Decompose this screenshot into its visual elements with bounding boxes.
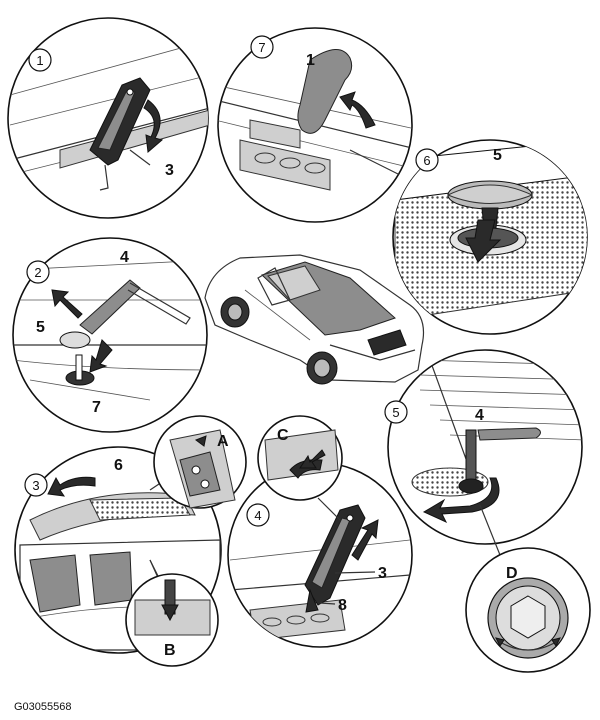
up-arrow [351,519,379,561]
step-number: 1 [36,53,43,68]
detail-circle-c: C [257,415,343,521]
callout-label: 7 [92,399,101,416]
detail-circle-b: B [125,573,219,667]
callout-label: D [506,565,518,582]
callout-label: 5 [493,147,502,164]
up-arrow [51,289,83,319]
down-arrow [89,339,113,373]
push-arrow [339,91,376,129]
panel-step-4: 4 3 8 [227,462,413,648]
wrench-tool [79,279,141,335]
pin-cap [59,331,91,349]
car-illustration [204,254,425,385]
step-number: 7 [258,40,265,55]
figure-code: G03055568 [14,701,72,713]
down-arrow [465,219,502,263]
lift-arrow [47,476,96,497]
step-number: 5 [392,405,399,420]
push-arrow [299,449,326,469]
callout-label: 6 [114,457,123,474]
step-number: 4 [254,508,261,523]
handle [297,49,353,134]
callout-label: 4 [120,249,129,266]
rotate-arrow [422,477,500,524]
callout-label: 5 [36,319,45,336]
step-number: 3 [32,478,39,493]
callout-label: 3 [378,565,387,582]
panel-step-7: 7 1 [217,27,413,223]
step-number: 2 [34,265,41,280]
panel-step-1: 1 3 [7,17,209,219]
panel-step-6: 6 5 [392,139,588,335]
detail-circle-d: D [465,547,591,673]
callout-label: 3 [165,162,174,179]
wrench-tool [477,427,541,441]
detail-circle-a: A [153,415,247,509]
callout-label: A [217,433,229,450]
callout-label: 8 [338,597,347,614]
panel-step-5: 5 4 [384,349,583,581]
rotate-arrow [143,99,164,153]
step-number: 6 [423,153,430,168]
callout-label: B [164,642,176,659]
callout-label: C [277,427,289,444]
callout-label: 4 [475,407,484,424]
panel-step-2: 2 4 5 7 [12,237,208,433]
callout-label: 1 [306,52,315,69]
